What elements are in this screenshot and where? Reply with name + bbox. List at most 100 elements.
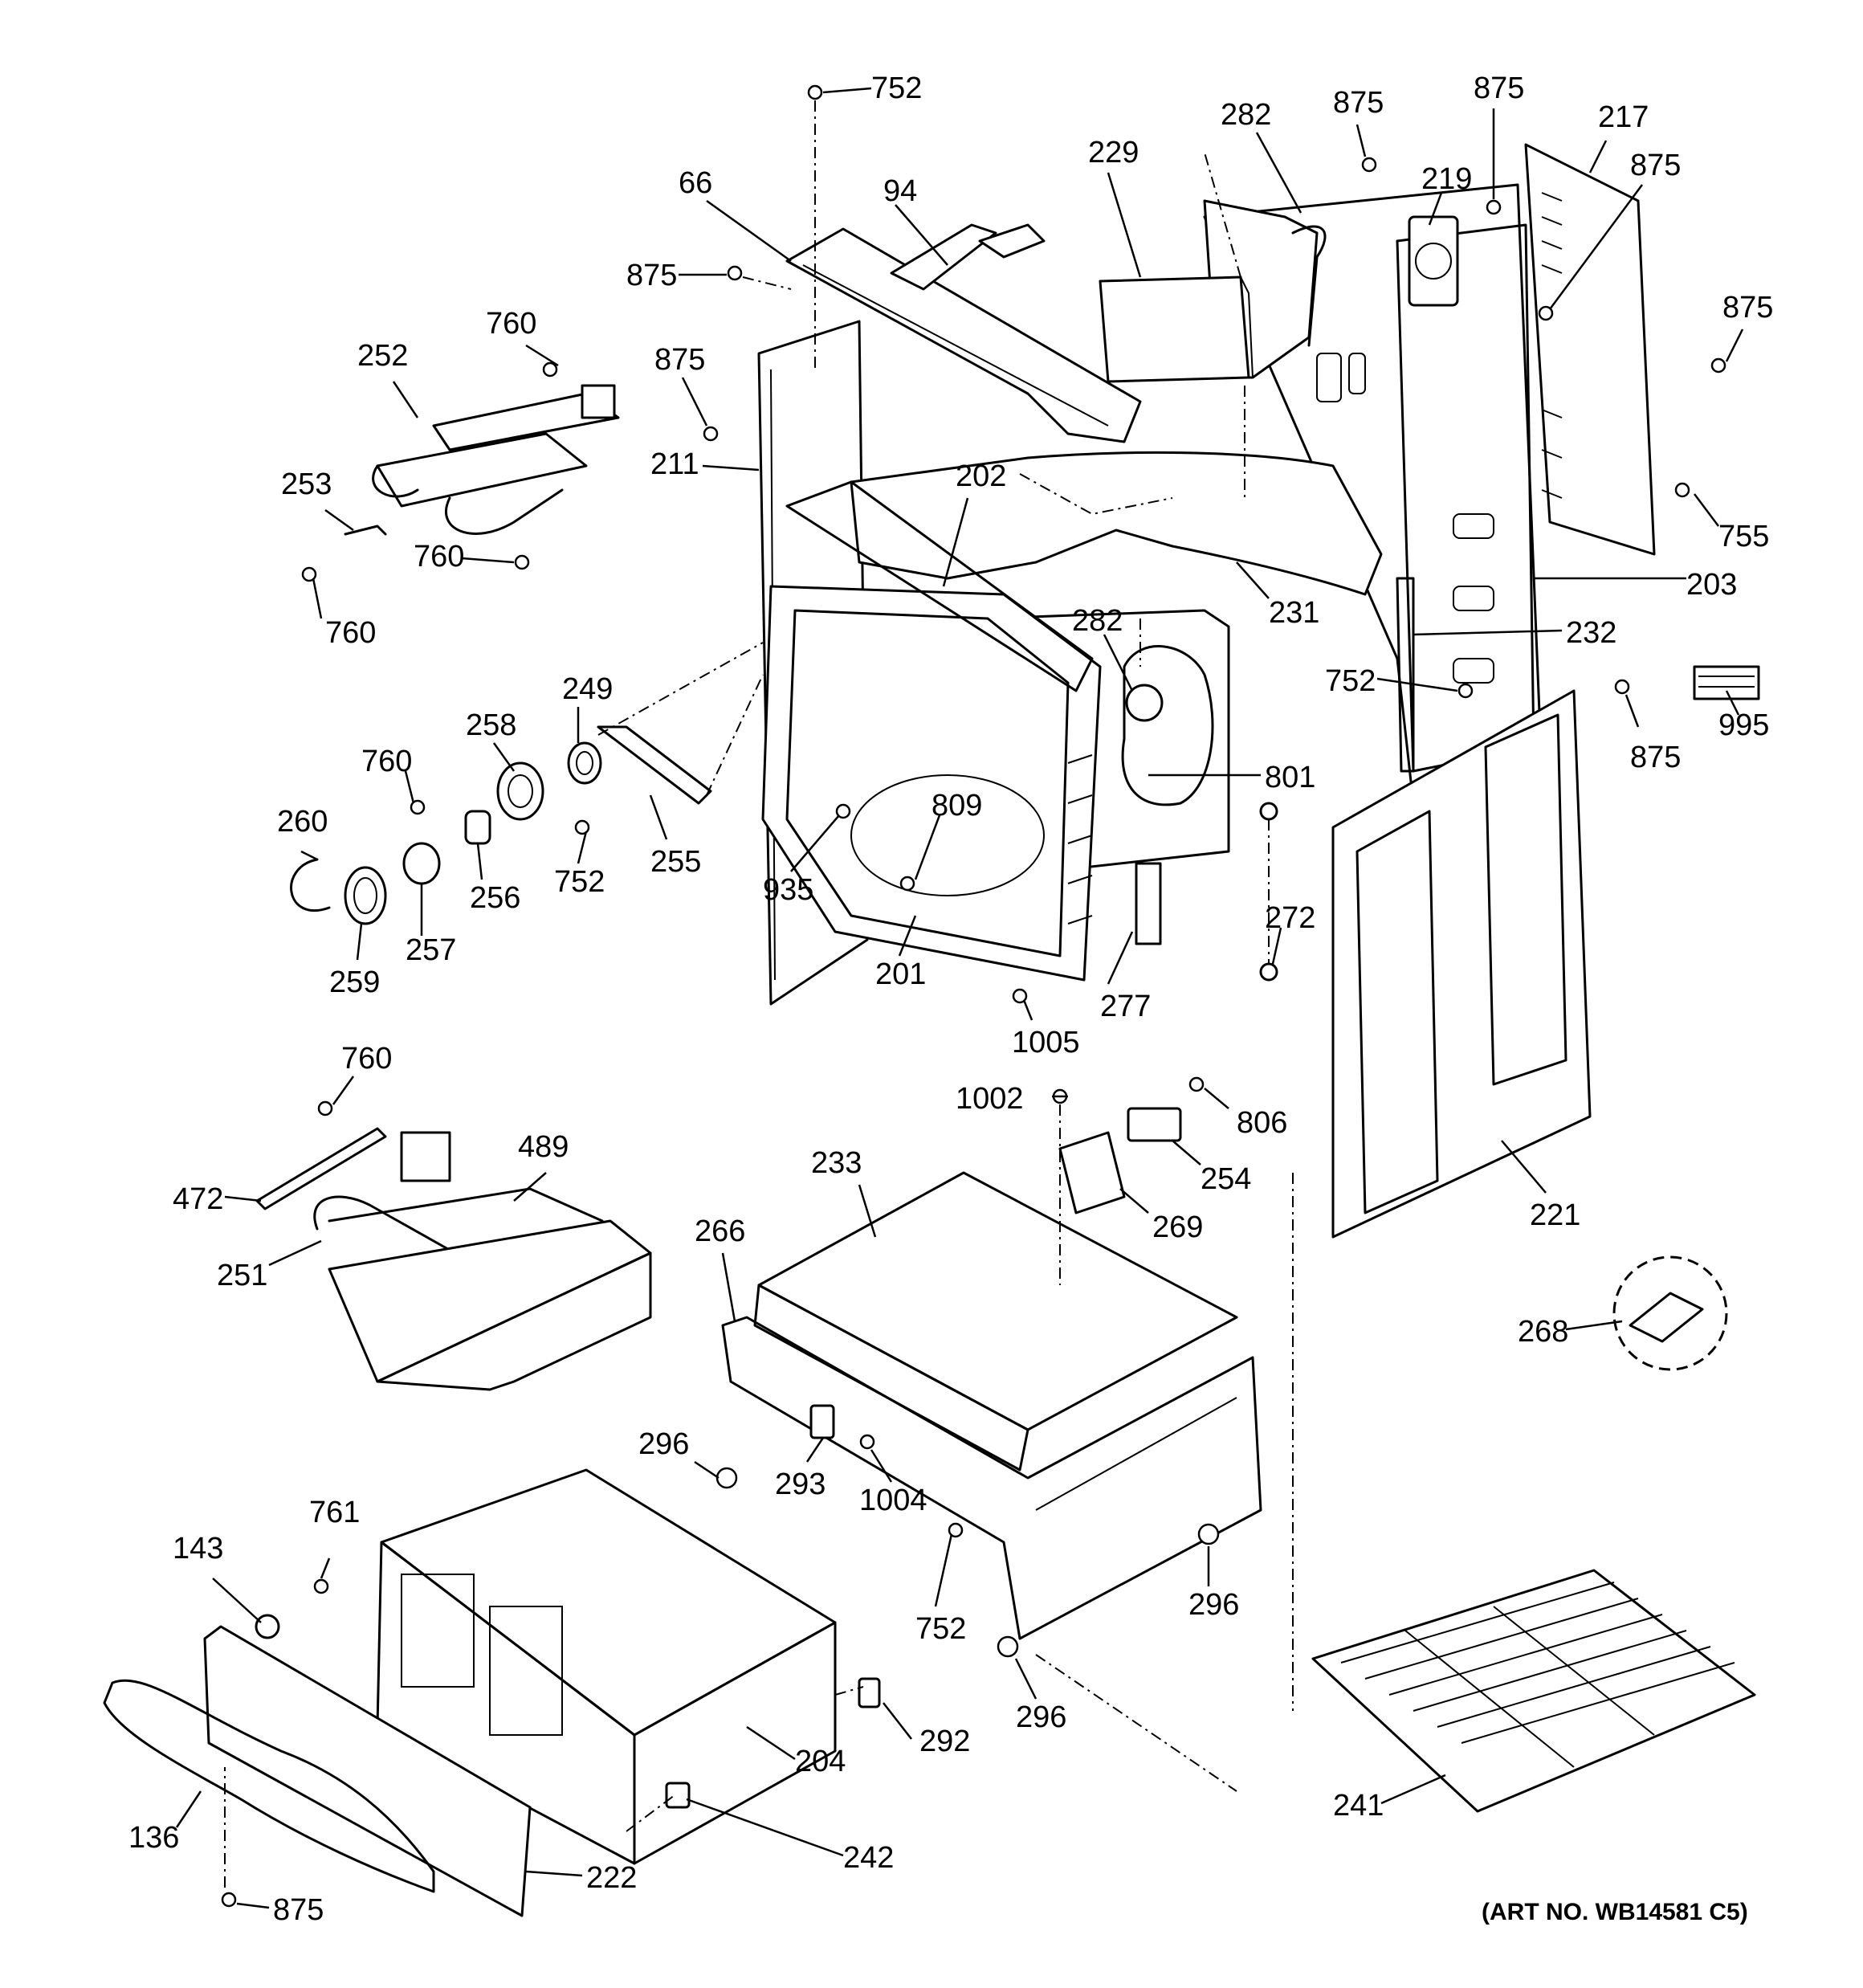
part-259-lamp-lens [344,866,387,925]
callout-211: 211 [650,447,699,481]
callout-251: 251 [217,1259,267,1292]
art-number: (ART NO. WB14581 C5) [1482,1899,1748,1925]
part-94-top-rail-rear [890,223,1046,291]
part-249-lamp-gasket [567,741,602,785]
part-136-drawer-handle [103,1679,435,1893]
callout-201: 201 [875,957,926,991]
callout-252: 252 [357,339,408,373]
callout-801: 801 [1265,761,1315,794]
callout-259: 259 [329,965,380,999]
part-489-bake-element [313,1131,652,1391]
callout-242: 242 [843,1841,894,1875]
callout-231: 231 [1269,596,1319,630]
part-256-lamp-socket [464,810,491,845]
callout-66: 66 [679,166,712,200]
callout-809: 809 [932,789,982,823]
callout-995: 995 [1718,708,1769,742]
callout-258: 258 [466,708,516,742]
callout-136: 136 [128,1821,179,1855]
part-269-lock-bracket [1058,1131,1126,1214]
callout-875: 875 [1474,71,1524,105]
part-241-oven-rack [1311,1569,1756,1813]
callout-752: 752 [554,865,605,899]
callout-296: 296 [1188,1588,1239,1622]
part-217-rear-panel [1524,143,1656,556]
callout-202: 202 [956,459,1006,493]
part-268-lock-latch [1612,1255,1728,1371]
callout-875: 875 [1630,741,1681,774]
callout-260: 260 [277,805,328,839]
part-254-lock-switch [1127,1107,1182,1142]
part-222-drawer-front [203,1625,532,1917]
part-202-front-frame [785,480,1094,692]
part-143-bumper [255,1614,280,1639]
callout-755: 755 [1718,520,1769,553]
callout-222: 222 [586,1861,637,1895]
part-66-top-rail [785,227,1142,443]
callout-204: 204 [795,1745,846,1778]
part-282-convection-duct [1121,645,1214,806]
callout-760: 760 [341,1042,392,1076]
callout-760: 760 [486,307,536,341]
assembly-lines [224,100,1294,1888]
part-221-side-panel [1331,689,1592,1239]
callout-1002: 1002 [956,1082,1024,1116]
part-292-drawer-glide [858,1677,881,1708]
callout-760: 760 [325,616,376,650]
part-201-oven-cavity [761,585,1230,982]
callout-232: 232 [1566,616,1616,650]
callout-282: 282 [1072,604,1123,638]
callout-272: 272 [1265,901,1315,935]
callout-268: 268 [1518,1315,1568,1349]
callout-875: 875 [273,1893,324,1927]
callout-760: 760 [361,745,412,778]
callout-253: 253 [281,467,332,501]
part-258-lamp-receptacle [496,761,544,821]
callout-875: 875 [1722,291,1773,325]
part-242-drawer-glide-rear [665,1782,691,1809]
callout-221: 221 [1530,1198,1580,1232]
callout-293: 293 [775,1468,826,1501]
callout-256: 256 [470,881,520,915]
callout-761: 761 [309,1496,360,1529]
callout-296: 296 [1016,1700,1066,1734]
part-293-leveling-leg [809,1404,835,1439]
part-472-stud [255,1127,387,1210]
callout-94: 94 [883,174,917,208]
callout-219: 219 [1421,162,1472,196]
callout-752: 752 [915,1612,966,1646]
callout-1004: 1004 [859,1484,927,1517]
callout-269: 269 [1152,1210,1203,1244]
callout-296: 296 [638,1427,689,1461]
callout-255: 255 [650,845,701,879]
fastener-screws [221,84,1726,1908]
callout-875: 875 [1333,86,1384,120]
callout-leaders [175,87,1744,1909]
callout-292: 292 [919,1725,970,1758]
callout-229: 229 [1088,136,1139,169]
callout-935: 935 [763,873,813,907]
callout-752: 752 [1325,664,1376,698]
part-229-insulation [1099,276,1254,383]
part-260-lamp-wire-clip [290,858,331,912]
part-255-light-shield [597,725,712,805]
part-219-terminal-block [1408,215,1459,307]
part-257-lamp-bulb [402,842,441,885]
callout-875: 875 [1630,149,1681,182]
callout-875: 875 [654,343,705,377]
part-995-wire-harness [1693,665,1760,700]
callout-203: 203 [1686,568,1737,602]
callout-257: 257 [406,933,456,967]
part-204-drawer-box [376,1468,837,1865]
part-231-oven-wrap [850,451,1383,596]
callout-254: 254 [1201,1162,1251,1196]
part-233-drawer-top [753,1171,1238,1472]
part-232-side-liner [1396,577,1415,773]
callout-143: 143 [173,1532,223,1565]
callout-806: 806 [1237,1106,1287,1140]
callout-249: 249 [562,672,613,706]
callout-241: 241 [1333,1789,1384,1823]
callout-472: 472 [173,1182,223,1216]
callout-752: 752 [871,71,922,105]
